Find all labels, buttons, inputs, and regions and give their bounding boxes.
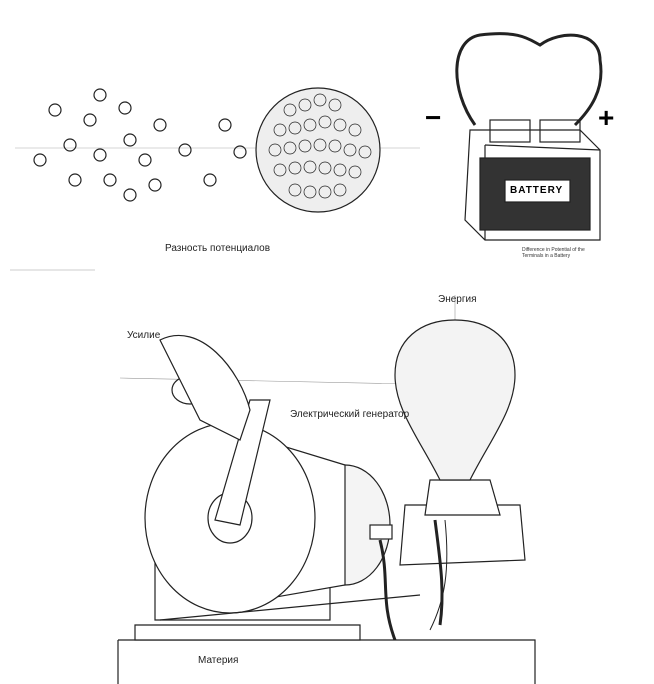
- generator-drawing: [117, 295, 536, 684]
- plus-sign: +: [598, 102, 615, 133]
- label-energy: Энергия: [438, 294, 477, 305]
- atoms-caption: Разность потенциалов: [165, 243, 271, 254]
- label-generator: Электрический генератор: [290, 409, 410, 420]
- atom-cluster: [255, 87, 381, 213]
- minus-sign: −: [425, 102, 442, 133]
- battery-drawing: [455, 32, 603, 241]
- label-matter: Материя: [198, 655, 239, 666]
- battery-caption: Difference in Potential of the Terminals…: [522, 247, 585, 259]
- battery-label: BATTERY: [510, 185, 564, 196]
- label-effort: Усилие: [127, 330, 161, 341]
